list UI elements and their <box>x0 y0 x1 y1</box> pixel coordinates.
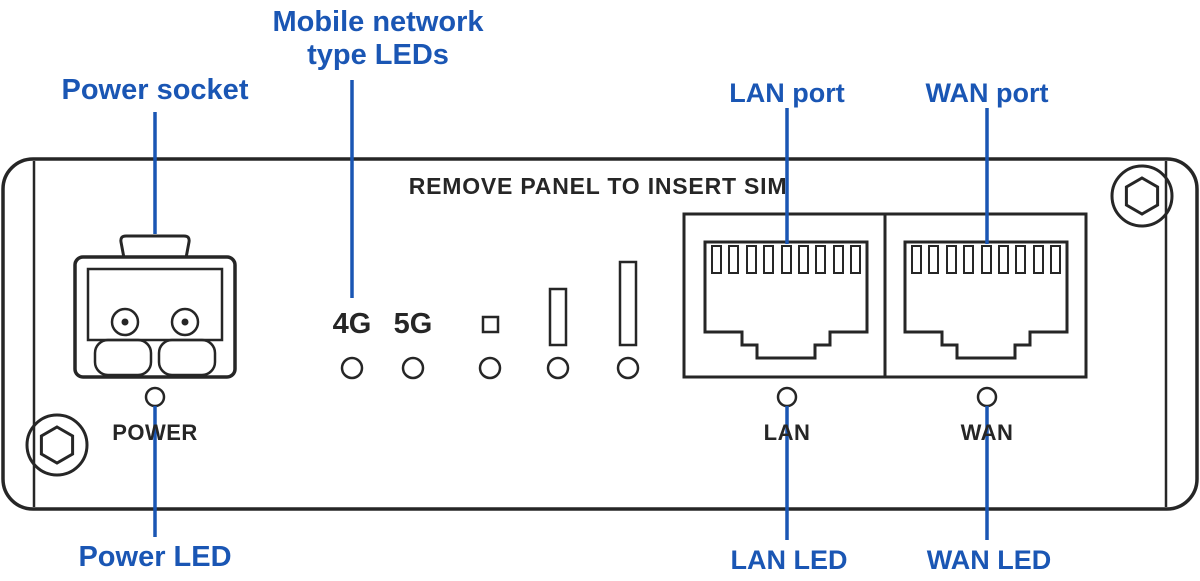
mobile-leds-callout-line2: type LEDs <box>307 39 449 72</box>
signal-bar-large <box>618 260 638 347</box>
ethernet-ports <box>682 212 1088 408</box>
sim-notice-text: REMOVE PANEL TO INSERT SIM <box>408 173 788 199</box>
power-socket-body <box>73 255 237 379</box>
power-led <box>144 386 166 408</box>
hex-screw-top-right-icon <box>1110 164 1174 228</box>
leader-lines <box>153 80 989 540</box>
4g-led <box>340 356 364 380</box>
lan-led <box>776 386 798 408</box>
5g-label: 5G <box>393 308 433 340</box>
power-socket-callout: Power socket <box>61 74 249 106</box>
hex-screw-bottom-left-icon <box>25 413 89 477</box>
lan-label: LAN <box>763 420 811 445</box>
mobile-leds-callout: Mobile network type LEDs <box>253 6 503 73</box>
power-socket-terminal-right <box>170 307 200 337</box>
lan-led-callout: LAN LED <box>730 545 848 575</box>
wan-led <box>976 386 998 408</box>
mobile-led-block <box>340 260 640 380</box>
lan-port-jack <box>703 240 869 360</box>
power-socket-clamp-left <box>93 338 153 377</box>
wan-port-jack <box>903 240 1069 360</box>
wan-led-callout: WAN LED <box>926 545 1052 575</box>
wan-label: WAN <box>960 420 1014 445</box>
panel-outline <box>1 157 1199 511</box>
5g-led <box>401 356 425 380</box>
4g-label: 4G <box>332 308 372 340</box>
wan-port-callout: WAN port <box>925 78 1049 108</box>
power-socket-inner <box>86 267 224 342</box>
signal-led-1 <box>478 356 502 380</box>
power-socket-latch <box>119 234 191 259</box>
signal-bar-small <box>481 315 500 334</box>
signal-led-2 <box>546 356 570 380</box>
mobile-leds-callout-line1: Mobile network <box>272 6 484 38</box>
power-socket-terminal-left <box>110 307 140 337</box>
signal-led-3 <box>616 356 640 380</box>
power-led-callout: Power LED <box>78 541 232 573</box>
power-socket-clamp-right <box>157 338 217 377</box>
power-socket <box>73 234 237 408</box>
lan-port-callout: LAN port <box>729 78 845 108</box>
power-label: POWER <box>112 420 198 445</box>
faceplate <box>1 157 1199 511</box>
signal-bar-medium <box>548 287 568 347</box>
